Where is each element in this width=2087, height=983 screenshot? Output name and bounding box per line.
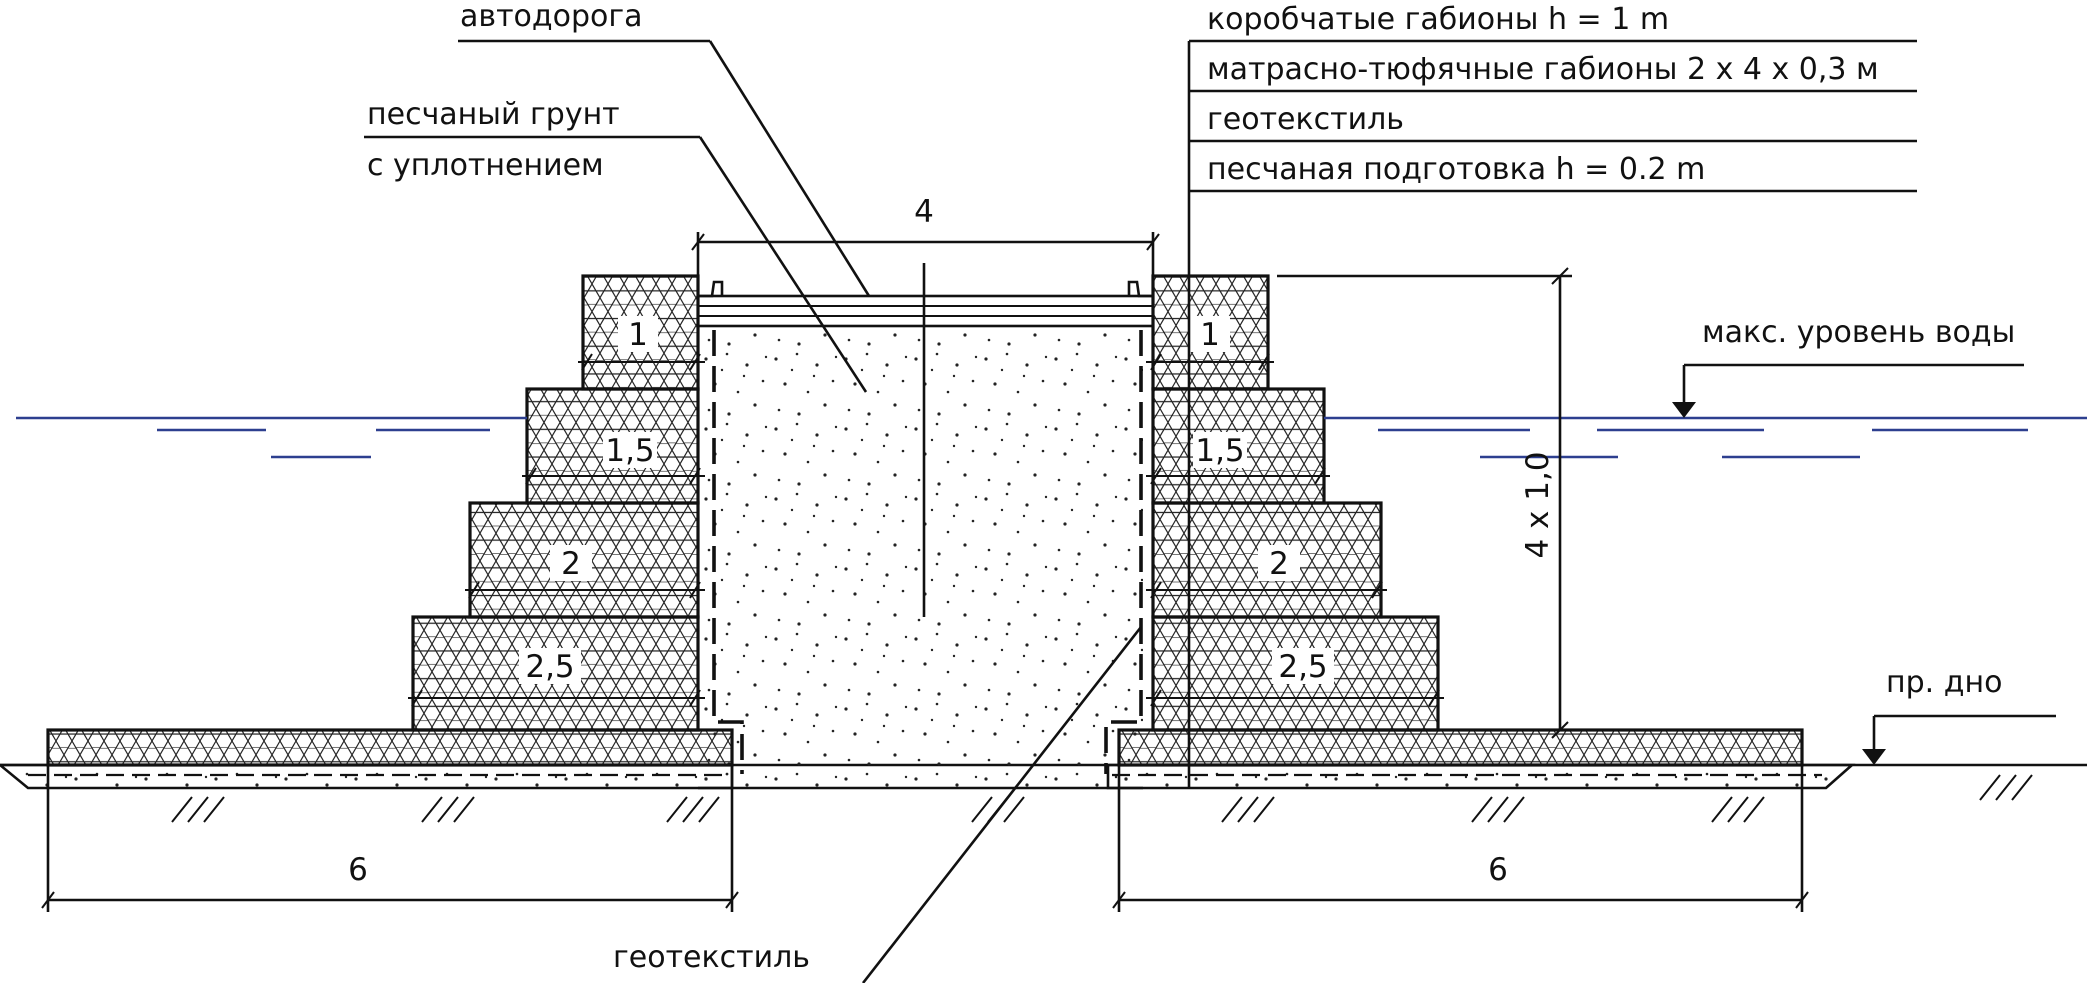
road-width-value: 4: [914, 194, 934, 230]
mattress-left-dimension: 6: [41, 765, 739, 912]
gabion-left-4-label: 2,5: [525, 649, 574, 685]
sand-bedding-label: песчаная подготовка h = 0.2 m: [1207, 152, 1705, 187]
sand-fill-core: [698, 320, 1143, 788]
max-water-level-label: макс. уровень воды: [1702, 315, 2015, 350]
mattress-gabion-left: [46, 728, 734, 767]
geotextile-top-label: геотекстиль: [1207, 102, 1404, 137]
height-value: 4 x 1,0: [1520, 451, 1556, 558]
gabion-right-1-label: 1: [1200, 317, 1220, 353]
mattress-right-dimension: 6: [1112, 765, 1809, 912]
gabion-width-labels-right: 1 1,5 2 2,5: [1190, 316, 1334, 685]
geotextile-wrap: [712, 330, 1143, 774]
sand-fill-label-line1: песчаный грунт: [367, 97, 620, 132]
mattress-left-value: 6: [348, 852, 368, 888]
road-label: автодорога: [460, 0, 643, 34]
road-leader: автодорога: [458, 0, 871, 297]
design-bottom-marker: пр. дно: [1862, 665, 2056, 765]
height-dimension: 4 x 1,0: [1277, 267, 1572, 739]
layers-leader: коробчатые габионы h = 1 m матрасно-тюфя…: [1187, 2, 1917, 788]
gabion-left-2-label: 1,5: [605, 433, 654, 469]
mattress-gabions-label: матрасно-тюфячные габионы 2 x 4 x 0,3 м: [1207, 52, 1879, 87]
geotextile-bottom-leader: геотекстиль: [613, 626, 1143, 983]
gabion-right-4-label: 2,5: [1278, 649, 1327, 685]
gabion-left-3-label: 2: [561, 546, 581, 582]
road-width-dimension: 4: [691, 194, 1160, 276]
gabion-right-3-label: 2: [1269, 546, 1289, 582]
road-surface: [696, 280, 1155, 328]
gabion-width-labels-left: 1 1,5 2 2,5: [519, 316, 658, 685]
geotextile-bottom-label: геотекстиль: [613, 940, 810, 975]
gabion-left-1-label: 1: [628, 317, 648, 353]
mattress-right-value: 6: [1488, 852, 1508, 888]
box-gabions-label: коробчатые габионы h = 1 m: [1207, 2, 1669, 37]
gabion-right-2-label: 1,5: [1195, 433, 1244, 469]
design-bottom-label: пр. дно: [1886, 665, 2002, 700]
mattress-gabion-right: [1117, 728, 1804, 767]
gabion-tick-lines: [408, 353, 1444, 707]
max-water-level-marker: макс. уровень воды: [1672, 315, 2024, 418]
sand-fill-leader: песчаный грунт с уплотнением: [364, 97, 868, 393]
water-level: [16, 416, 2087, 459]
box-gabions-right: [1151, 274, 1440, 732]
sand-fill-label-line2: с уплотнением: [367, 148, 604, 183]
